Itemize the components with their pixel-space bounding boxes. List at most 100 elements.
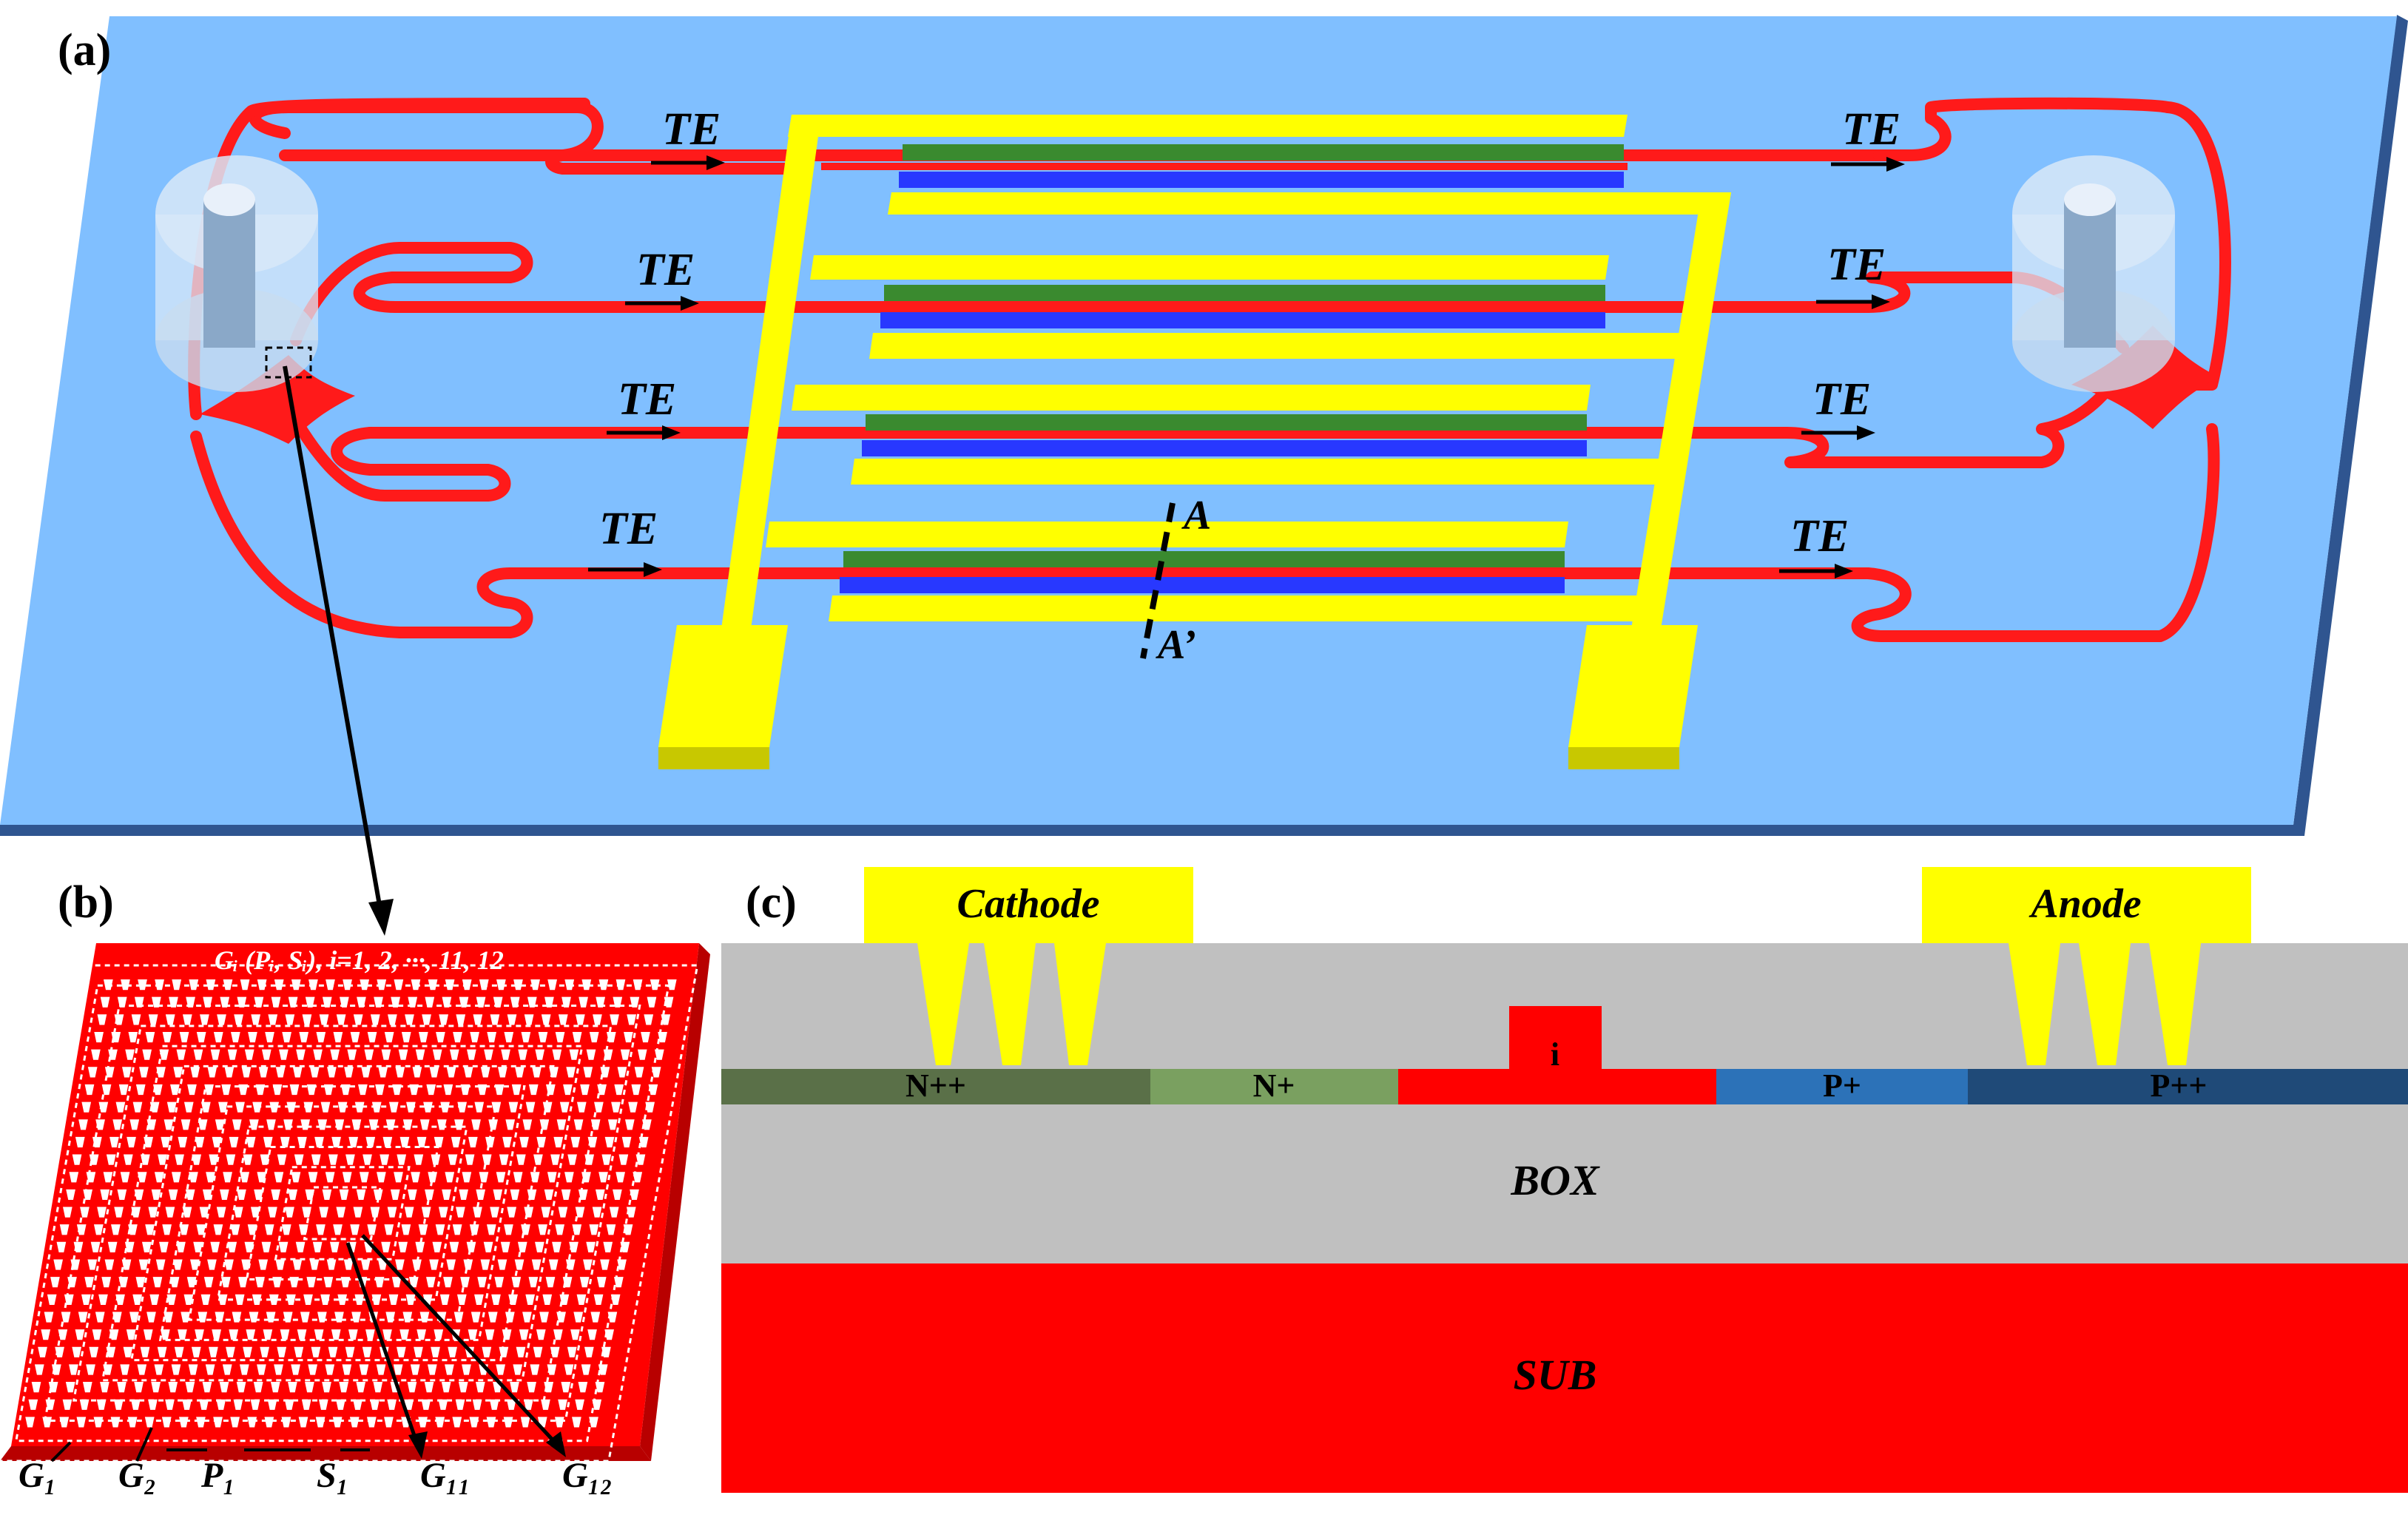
grating-hole xyxy=(572,1031,582,1043)
grating-hole xyxy=(613,1189,622,1201)
grating-hole xyxy=(316,1031,326,1043)
left-fiber-core-top xyxy=(203,183,255,216)
anode-pad xyxy=(1922,867,2251,943)
grating-hole xyxy=(163,1312,173,1323)
grating-hole xyxy=(448,1154,458,1165)
grating-hole xyxy=(265,1031,274,1043)
grating-hole xyxy=(31,1382,41,1393)
grating-hole xyxy=(236,1382,246,1393)
grating-hole xyxy=(91,1049,101,1060)
grating-hole xyxy=(331,1329,341,1340)
grating-hole xyxy=(449,1241,459,1252)
box-label: BOX xyxy=(1510,1156,1600,1204)
grating-hole xyxy=(366,1417,377,1428)
grating-slab-side xyxy=(640,943,710,1461)
grating-hole xyxy=(342,1172,352,1183)
grating-hole xyxy=(510,1189,520,1201)
grating-hole xyxy=(331,1136,341,1148)
grating-hole xyxy=(468,1329,478,1340)
grating-hole xyxy=(69,1364,78,1375)
grating-hole xyxy=(183,1101,194,1113)
grating-hole xyxy=(339,1189,349,1201)
grating-hole xyxy=(161,1329,170,1340)
grating-hole xyxy=(427,1364,437,1375)
grating-hole xyxy=(579,1277,590,1288)
grating-hole xyxy=(459,1189,468,1201)
grating-hole xyxy=(642,1119,652,1130)
grating-hole xyxy=(453,1031,462,1043)
grating-hole xyxy=(456,1207,465,1218)
grating-hole xyxy=(284,1399,294,1410)
grating-hole xyxy=(34,1364,44,1375)
grating-hole xyxy=(224,1067,235,1078)
right-fiber-core-top xyxy=(2064,183,2116,216)
grating-hole xyxy=(298,1417,308,1428)
grating-hole xyxy=(578,1382,588,1393)
grating-hole xyxy=(452,1417,462,1428)
grating-hole xyxy=(517,1241,527,1252)
grating-hole xyxy=(240,1172,250,1183)
grating-hole xyxy=(593,1014,602,1025)
grating-hole xyxy=(66,1189,75,1201)
grating-hole xyxy=(513,1172,523,1183)
grating-hole xyxy=(247,1224,257,1235)
grating-zone-outline xyxy=(129,1064,555,1362)
grating-hole xyxy=(59,1417,70,1428)
grating-hole xyxy=(522,1312,532,1323)
grating-hole xyxy=(106,1154,116,1165)
electrode-1b xyxy=(888,192,1731,215)
grating-hole xyxy=(467,1049,476,1060)
grating-hole xyxy=(456,1014,466,1025)
region-ppp-label: P++ xyxy=(2150,1067,2207,1104)
grating-hole xyxy=(191,1346,201,1357)
grating-hole xyxy=(134,1382,144,1393)
grating-hole xyxy=(496,979,506,991)
grating-hole xyxy=(384,1224,394,1235)
grating-hole xyxy=(72,1346,82,1357)
grating-hole xyxy=(111,1224,121,1235)
grating-hole xyxy=(587,1329,597,1340)
grating-hole xyxy=(137,1364,147,1375)
grating-hole xyxy=(230,1224,240,1235)
grating-hole xyxy=(316,1224,326,1235)
grating-hole xyxy=(162,1031,172,1043)
zone-arrowhead-12 xyxy=(546,1431,566,1457)
te-marker-right-2: TE xyxy=(1816,240,1890,309)
grating-hole xyxy=(296,1049,306,1060)
grating-hole xyxy=(135,1084,146,1096)
grating-hole xyxy=(435,1224,445,1235)
grating-hole xyxy=(123,1154,133,1165)
grating-hole xyxy=(491,1294,501,1305)
grating-hole xyxy=(234,1014,243,1025)
grating-hole xyxy=(325,1172,335,1183)
grating-hole xyxy=(514,1259,525,1270)
grating-hole xyxy=(567,1346,577,1357)
grating-hole xyxy=(165,1014,175,1025)
grating-hole xyxy=(650,979,660,991)
grating-hole xyxy=(380,1154,389,1165)
grating-hole xyxy=(586,1049,596,1060)
grating-hole xyxy=(109,1329,119,1340)
grating-hole xyxy=(361,1067,371,1078)
grating-hole xyxy=(286,1294,296,1305)
grating-hole xyxy=(596,1277,607,1288)
grating-hole xyxy=(603,1241,613,1252)
grating-hole xyxy=(263,1136,273,1148)
grating-hole xyxy=(471,1312,481,1323)
grating-hole xyxy=(294,1346,304,1357)
grating-hole xyxy=(178,1136,188,1148)
grating-hole xyxy=(274,979,284,991)
grating-hole xyxy=(268,1207,277,1218)
grating-hole xyxy=(371,1101,382,1113)
grating-hole xyxy=(192,1154,202,1165)
grating-hole xyxy=(438,1399,448,1410)
grating-hole xyxy=(550,1154,560,1165)
grating-hole xyxy=(607,1119,618,1130)
grating-hole xyxy=(278,1241,289,1252)
grating-hole xyxy=(292,1067,303,1078)
grating-hole xyxy=(589,1224,599,1235)
grating-hole xyxy=(558,1207,568,1218)
section-label-bottom: A’ xyxy=(1156,622,1196,668)
grating-hole xyxy=(93,1417,104,1428)
grating-hole xyxy=(337,1294,348,1305)
